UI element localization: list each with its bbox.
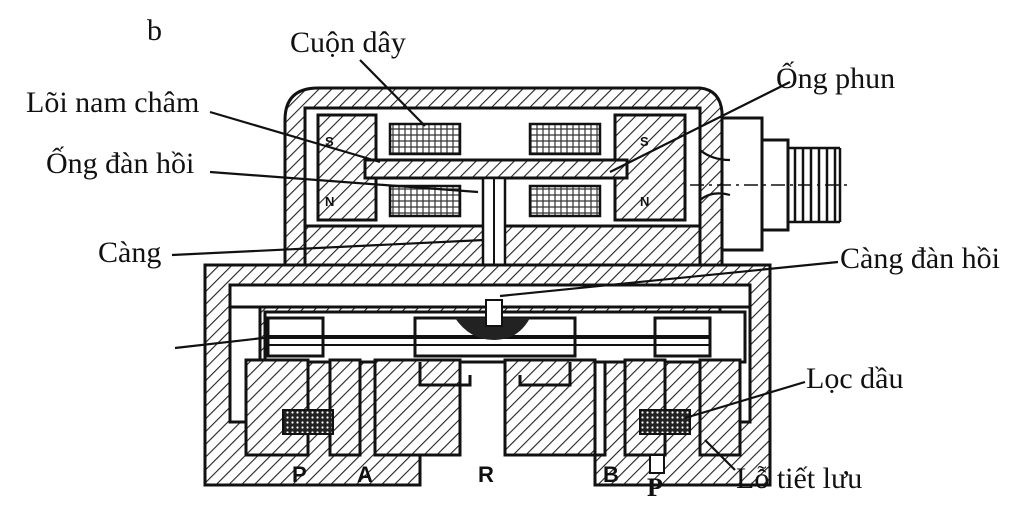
coil-upper-left	[388, 122, 462, 156]
panel-letter: b	[147, 14, 162, 47]
pole-n-right: N	[640, 194, 649, 209]
coil-lower-left	[388, 184, 462, 218]
pole-n-left: N	[325, 194, 334, 209]
port-p-right: P	[647, 473, 663, 502]
label-oil-filter: Lọc dầu	[806, 362, 903, 395]
filter-right	[639, 409, 691, 435]
pole-s-right: S	[640, 134, 649, 149]
leader-lines	[171, 59, 839, 471]
port-p-left: P	[292, 462, 307, 487]
label-elastic-arm: Càng đàn hồi	[840, 242, 1000, 275]
coil-lower-right	[528, 184, 602, 218]
port-b: B	[603, 462, 619, 487]
port-a: A	[357, 462, 373, 487]
valve-body	[203, 263, 772, 487]
label-nozzle: Ống phun	[776, 61, 895, 95]
label-arm: Càng	[98, 236, 161, 269]
electrical-connector	[690, 116, 850, 252]
label-magnet-core: Lõi nam châm	[26, 86, 199, 119]
label-elastic-tube: Ống đàn hồi	[46, 146, 194, 180]
pole-s-left: S	[325, 134, 334, 149]
filter-left	[282, 409, 334, 435]
label-throttle-hole: Lỗ tiết lưu	[736, 462, 862, 495]
torque-motor-housing: S N S N	[283, 86, 724, 300]
coil-upper-right	[528, 122, 602, 156]
label-coil: Cuộn dây	[290, 26, 406, 59]
port-r: R	[478, 462, 494, 487]
